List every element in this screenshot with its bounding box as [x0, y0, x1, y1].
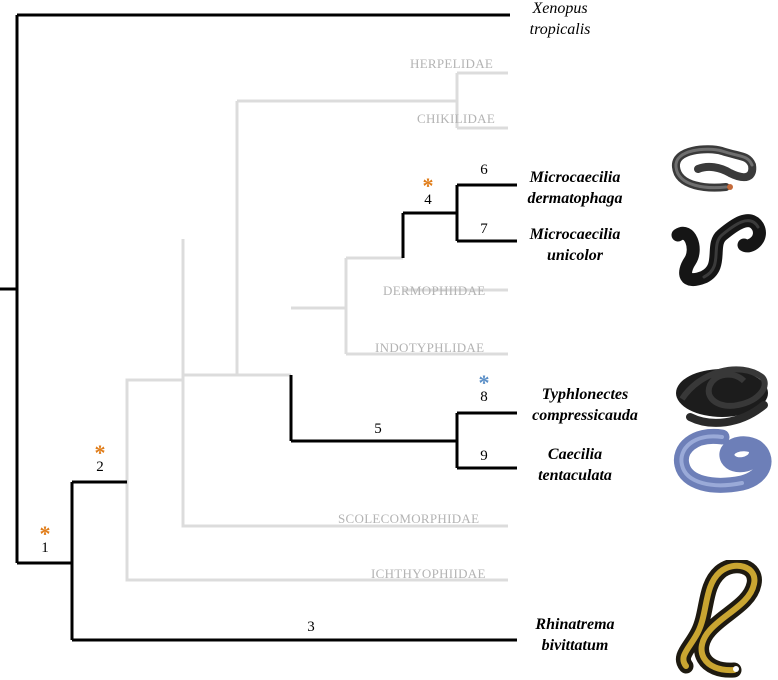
taxon-rhinatrema-bivittatum: Rhinatrema bivittatum	[510, 614, 640, 656]
family-indotyphlidae: INDOTYPHLIDAE	[375, 340, 485, 355]
taxon-species: unicolor	[546, 247, 603, 264]
snake-photo-dark	[671, 214, 766, 287]
taxon-species: dermatophaga	[527, 190, 623, 207]
taxon-caecilia-tentaculata: Caecilia tentaculata	[510, 444, 640, 486]
snake-photo-blue	[673, 428, 772, 493]
taxon-genus: Typhlonectes	[541, 386, 629, 403]
family-ichthyophiidae: ICHTHYOPHIIDAE	[371, 566, 486, 581]
snake-photo-black	[676, 366, 768, 427]
node-number-7: 7	[480, 221, 488, 237]
asterisk-marker-node-8: *	[478, 370, 490, 395]
asterisk-marker-node-1: *	[39, 521, 51, 546]
node-number-2: 2	[96, 459, 104, 475]
taxon-species: compressicauda	[532, 407, 638, 424]
taxon-xenopus-tropicalis: Xenopus tropicalis	[510, 0, 610, 40]
taxon-microcaecilia-dermatophaga: Microcaecilia dermatophaga	[510, 167, 640, 209]
taxon-species: tropicalis	[529, 21, 591, 38]
node-number-8: 8	[480, 389, 488, 405]
family-dermophiidae: DERMOPHIIDAE	[383, 283, 486, 298]
family-scolecomorphidae: SCOLECOMORPHIDAE	[338, 511, 480, 526]
taxon-microcaecilia-unicolor: Microcaecilia unicolor	[510, 224, 640, 266]
faded-branches	[125, 71, 508, 582]
highlight-branches	[0, 13, 517, 642]
taxon-genus: Rhinatrema	[535, 616, 615, 633]
taxon-genus: Caecilia	[547, 446, 603, 463]
node-number-4: 4	[424, 192, 432, 208]
node-number-9: 9	[480, 448, 488, 464]
node-number-3: 3	[307, 619, 315, 635]
asterisk-marker-node-2: *	[94, 440, 106, 465]
node-number-6: 6	[480, 162, 488, 178]
family-herpelidae: HERPELIDAE	[410, 56, 494, 71]
node-number-1: 1	[41, 540, 49, 556]
snake-photo-grey	[672, 145, 757, 192]
taxon-species: tentaculata	[538, 467, 612, 484]
node-number-5: 5	[374, 421, 382, 437]
taxon-genus: Microcaecilia	[529, 169, 621, 186]
taxon-genus: Xenopus	[532, 0, 588, 17]
taxon-genus: Microcaecilia	[529, 226, 621, 243]
asterisk-marker-node-4: *	[422, 173, 434, 198]
snake-photo-yellow	[675, 560, 762, 678]
taxon-typhlonectes-compressicauda: Typhlonectes compressicauda	[510, 384, 660, 426]
taxon-species: bivittatum	[541, 637, 609, 654]
family-chikilidae: CHIKILIDAE	[417, 111, 496, 126]
